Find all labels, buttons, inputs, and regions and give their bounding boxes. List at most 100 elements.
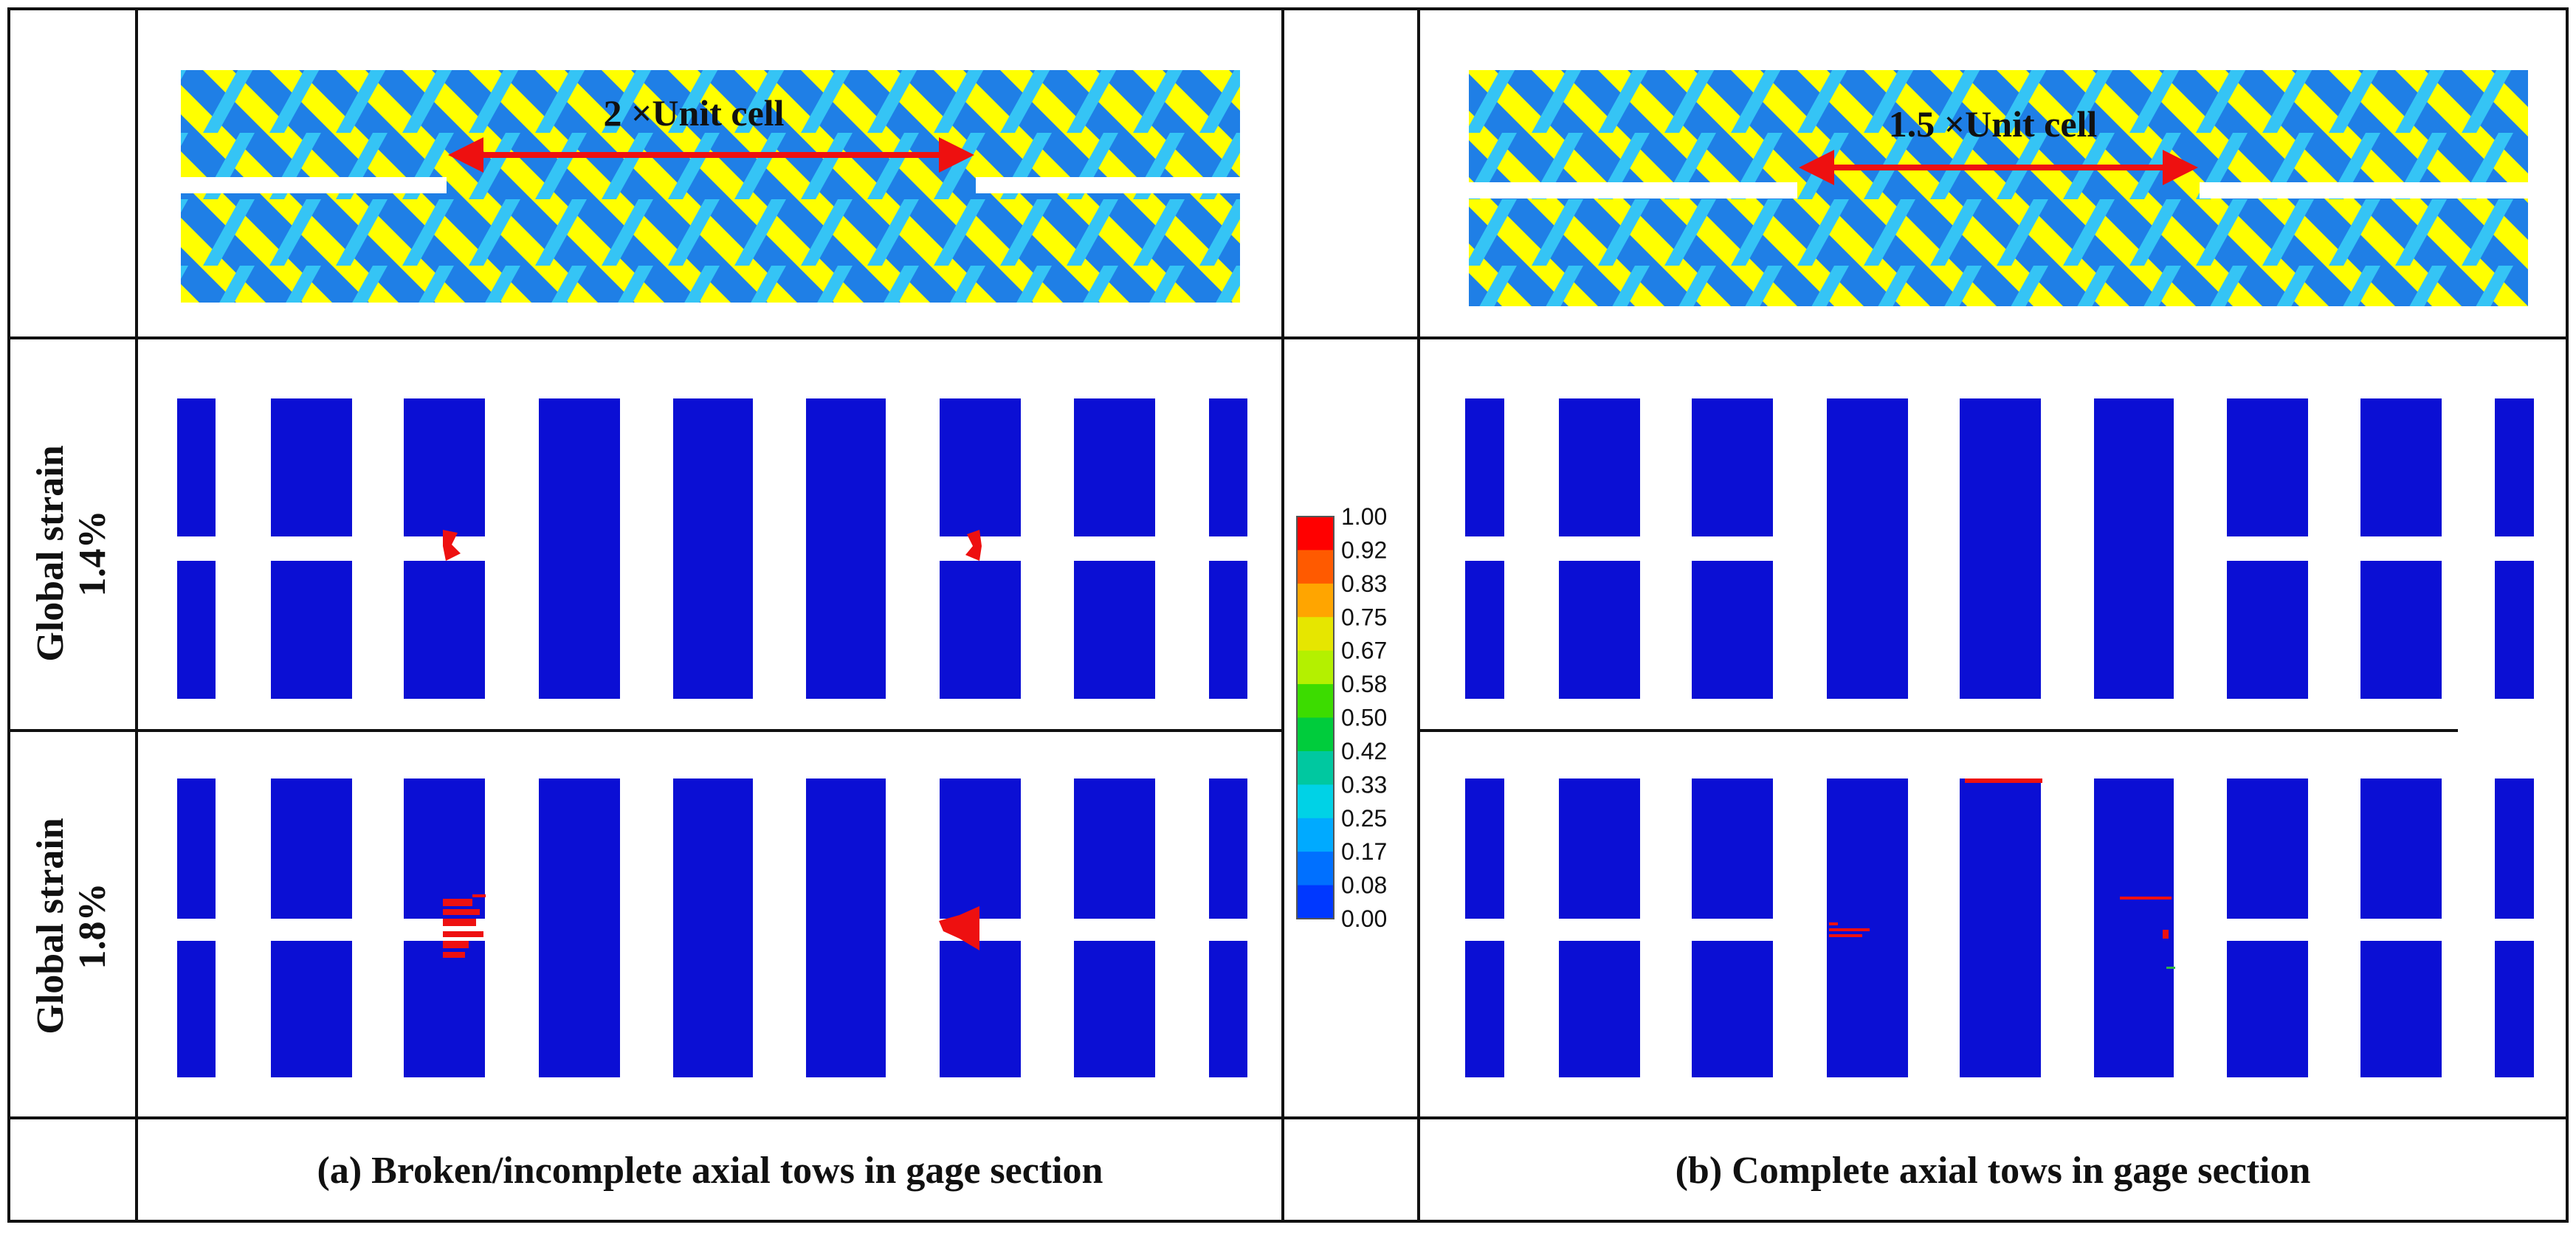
tow-a-r2-c7-bottom <box>940 941 1021 1077</box>
tow-a-r1-c6 <box>806 398 886 699</box>
legend-swatch-8 <box>1297 750 1334 785</box>
damage-crack-tip-a1-right <box>965 530 982 561</box>
damage-speck-b-right <box>2163 930 2169 939</box>
tow-b-r2-c7-bottom <box>2227 941 2308 1077</box>
damage-line-b-top <box>1965 778 2042 783</box>
tow-b-r1-c9-top <box>2495 398 2534 536</box>
tow-b-r1-c7-bottom <box>2227 561 2308 699</box>
legend-swatch-10 <box>1297 818 1334 852</box>
legend-tick-label: 0.33 <box>1341 771 1387 798</box>
outer-frame <box>7 7 2569 1223</box>
tow-a-r2-c9-bottom <box>1209 941 1247 1077</box>
tow-a-r2-c5 <box>673 778 753 1077</box>
tow-b-r2-c9-bottom <box>2495 941 2534 1077</box>
tow-b-r2-c9-top <box>2495 778 2534 919</box>
tow-b-r1-c9-bottom <box>2495 561 2534 699</box>
damage-lines-b-center <box>1829 922 1870 937</box>
tow-b-r1-c5 <box>1960 398 2041 699</box>
arrow-label-b: 1.5 ×Unit cell <box>1889 103 2098 145</box>
tow-b-r2-c4 <box>1827 778 1908 1077</box>
tow-a-r2-c6 <box>806 778 886 1077</box>
legend-swatch-5 <box>1297 650 1334 685</box>
legend-tick-label: 0.25 <box>1341 805 1387 832</box>
legend-tick-label: 0.00 <box>1341 905 1387 932</box>
tow-a-r1-c5 <box>673 398 753 699</box>
damage-marks <box>443 530 2175 969</box>
tow-b-r1-c2-bottom <box>1559 561 1640 699</box>
tow-b-r2-c7-top <box>2227 778 2308 919</box>
damage-speck-b-green <box>2166 967 2175 969</box>
legend-swatch-6 <box>1297 684 1334 718</box>
tow-a-r1-c9-top <box>1209 398 1247 536</box>
tow-a-r2-c9-top <box>1209 778 1247 919</box>
tow-a-r2-c4 <box>539 778 620 1077</box>
caption-a: (a) Broken/incomplete axial tows in gage… <box>317 1150 1103 1192</box>
tow-a-r2-c1-bottom <box>177 941 216 1077</box>
legend-tick-label: 0.17 <box>1341 838 1387 865</box>
notch-left-a <box>181 177 447 193</box>
tow-b-r1-c8-bottom <box>2360 561 2442 699</box>
legend-tick-label: 1.00 <box>1341 503 1387 530</box>
legend-swatch-1 <box>1297 517 1334 550</box>
row-label-strain-1: Global strain 1.4% <box>30 445 114 661</box>
tow-b-r1-c4 <box>1827 398 1908 699</box>
damage-line-b-right <box>2120 897 2172 900</box>
legend-swatch-7 <box>1297 717 1334 752</box>
tow-a-r1-c2-bottom <box>271 561 352 699</box>
tow-b-r2-c3-bottom <box>1692 941 1773 1077</box>
notch-right-b <box>2200 182 2528 198</box>
tow-plots <box>177 398 2534 1077</box>
tow-b-r1-c7-top <box>2227 398 2308 536</box>
tow-b-r2-c1-top <box>1465 778 1504 919</box>
tow-b-r1-c1-bottom <box>1465 561 1504 699</box>
tow-a-r1-c7-top <box>940 398 1021 536</box>
row-label-strain-2: Global strain 1.8% <box>30 818 114 1034</box>
tow-b-r2-c5 <box>1960 778 2041 1077</box>
legend-swatch-9 <box>1297 784 1334 819</box>
row-label-strain-2-line1: Global strain <box>30 818 72 1034</box>
tow-a-r1-c3-bottom <box>404 561 485 699</box>
legend-tick-label: 0.50 <box>1341 705 1387 731</box>
row-label-strain-1-line1: Global strain <box>30 445 72 661</box>
damage-crack-tip-a2-right <box>939 906 979 950</box>
legend-swatches <box>1296 516 1335 919</box>
legend-tick-label: 0.83 <box>1341 570 1387 597</box>
legend-ticks: 1.000.920.830.750.670.580.500.420.330.25… <box>1341 503 1387 932</box>
damage-crack-tip-a2-left <box>443 894 486 958</box>
weave-panel-a: 2 ×Unit cell <box>181 70 1240 303</box>
tow-a-r2-c2-top <box>271 778 352 919</box>
tow-a-r1-c4 <box>539 398 620 699</box>
tow-b-r1-c1-top <box>1465 398 1504 536</box>
legend-swatch-2 <box>1297 550 1334 584</box>
tow-a-r2-c8-bottom <box>1074 941 1155 1077</box>
legend-border <box>1296 516 1335 919</box>
damage-crack-tip-a1-left <box>443 530 461 561</box>
row-label-strain-2-line2: 1.8% <box>72 883 114 970</box>
tow-a-r1-c8-top <box>1074 398 1155 536</box>
arrow-label-a: 2 ×Unit cell <box>603 92 784 134</box>
legend: 1.000.920.830.750.670.580.500.420.330.25… <box>1296 503 1387 932</box>
tow-a-r2-c8-top <box>1074 778 1155 919</box>
notch-right-a <box>976 177 1240 193</box>
tow-b-r2-c2-bottom <box>1559 941 1640 1077</box>
legend-tick-label: 0.58 <box>1341 671 1387 697</box>
tow-a-r1-c7-bottom <box>940 561 1021 699</box>
tow-b-r2-c8-top <box>2360 778 2442 919</box>
tow-b-r2-c6 <box>2094 778 2174 1077</box>
legend-swatch-3 <box>1297 583 1334 618</box>
tow-a-r2-c3-top <box>404 778 485 919</box>
legend-tick-label: 0.75 <box>1341 604 1387 630</box>
tow-a-r1-c2-top <box>271 398 352 536</box>
tow-b-r2-c2-top <box>1559 778 1640 919</box>
tow-a-r2-c3-bottom <box>404 941 485 1077</box>
tow-b-r1-c2-top <box>1559 398 1640 536</box>
tow-a-r1-c1-top <box>177 398 216 536</box>
tow-a-r1-c1-bottom <box>177 561 216 699</box>
legend-tick-label: 0.92 <box>1341 536 1387 563</box>
tow-a-r1-c8-bottom <box>1074 561 1155 699</box>
tow-b-r2-c3-top <box>1692 778 1773 919</box>
weave-panel-b: 1.5 ×Unit cell <box>1469 70 2528 306</box>
tow-b-r1-c8-top <box>2360 398 2442 536</box>
legend-swatch-12 <box>1297 885 1334 919</box>
